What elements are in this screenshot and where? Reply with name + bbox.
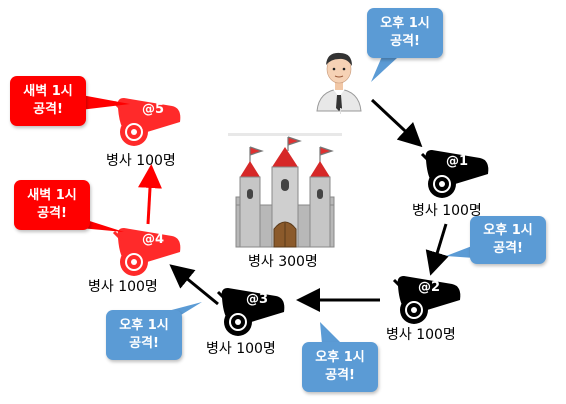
arrow-commander-to-1 — [370, 98, 423, 148]
commander-figure — [313, 45, 365, 113]
divider-line — [340, 108, 341, 114]
bubble-tail — [371, 54, 397, 82]
castle-icon — [228, 133, 342, 248]
arrow-1-to-2 — [425, 223, 449, 276]
cannon-icon — [112, 98, 181, 146]
cannon-3: @3 — [216, 282, 290, 342]
cannon-5-label: 병사 100명 — [106, 153, 176, 169]
cannon-2-label: 병사 100명 — [386, 327, 456, 343]
cannon-icon — [216, 288, 285, 336]
bubble-tail — [446, 246, 474, 258]
cannon-5-bubble-text: 새벽 1시 공격! — [10, 76, 86, 126]
cannon-2-id: @2 — [418, 280, 441, 295]
cannon-icon — [112, 228, 181, 276]
cannon-1-speech-bubble: 오후 1시 공격! — [446, 216, 546, 264]
cannon-1-bubble-text: 오후 1시 공격! — [470, 216, 546, 264]
cannon-4: @4 — [112, 222, 186, 282]
cannon-2: @2 — [392, 270, 466, 330]
cannon-4-label: 병사 100명 — [88, 279, 158, 295]
cannon-5: @5 — [112, 92, 186, 152]
commander-bubble-text: 오후 1시 공격! — [367, 8, 443, 58]
bubble-tail — [76, 94, 130, 110]
cannon-icon — [392, 276, 461, 324]
cannon-2-bubble-text: 오후 1시 공격! — [302, 342, 378, 392]
commander-speech-bubble: 오후 1시 공격! — [367, 8, 443, 82]
bubble-tail — [320, 322, 342, 344]
arrow-3-to-4 — [169, 264, 219, 306]
cannon-5-speech-bubble: 새벽 1시 공격! — [10, 76, 130, 126]
cannon-3-id: @3 — [246, 292, 269, 307]
cannon-1-label: 병사 100명 — [412, 203, 482, 219]
cannon-4-speech-bubble: 새벽 1시 공격! — [14, 180, 124, 232]
castle — [228, 133, 342, 249]
castle-label: 병사 300명 — [248, 254, 318, 270]
cannon-icon — [420, 150, 489, 198]
cannon-1: @1 — [420, 144, 494, 204]
arrow-4-to-5 — [138, 164, 162, 225]
cannon-4-bubble-text: 새벽 1시 공격! — [14, 180, 90, 230]
cannon-3-bubble-text: 오후 1시 공격! — [106, 310, 182, 360]
cannon-1-id: @1 — [446, 154, 469, 169]
cannon-3-label: 병사 100명 — [206, 341, 276, 357]
cannon-5-id: @5 — [142, 102, 165, 117]
cannon-2-speech-bubble: 오후 1시 공격! — [302, 322, 378, 392]
cannon-4-id: @4 — [142, 232, 165, 247]
cannon-3-speech-bubble: 오후 1시 공격! — [106, 302, 202, 360]
